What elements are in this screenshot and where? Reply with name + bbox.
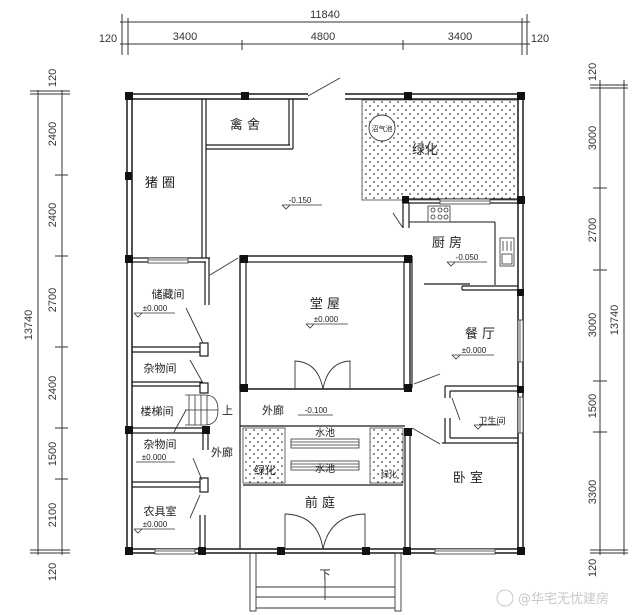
- svg-text:2100: 2100: [47, 503, 59, 527]
- room-poultry-house: 禽 舍: [230, 117, 260, 133]
- overall-width-dimension: 11840: [310, 9, 340, 21]
- svg-text:120: 120: [47, 69, 59, 87]
- svg-text:120: 120: [47, 563, 59, 581]
- room-stairwell: 楼梯间: [141, 404, 174, 418]
- corridor-side-label: 外廊: [211, 445, 233, 459]
- pool-1-label: 水池: [315, 426, 335, 439]
- kitchen-sink: [499, 237, 515, 267]
- right-dimension-labels: 120 3000 2700 3000 1500 3300 120 13740: [587, 63, 621, 577]
- room-utility-2: 杂物间: [144, 437, 177, 451]
- svg-text:2700: 2700: [47, 288, 59, 312]
- biogas-tank-icon: [368, 114, 396, 142]
- room-kitchen: 厨 房: [432, 235, 462, 251]
- dining-elevation: ±0.000: [462, 346, 487, 355]
- stairs-up-label: 上: [222, 404, 233, 417]
- biogas-tank-label: 沼气池: [372, 124, 393, 133]
- greenery-right-hatch: [369, 427, 404, 484]
- svg-text:3000: 3000: [587, 126, 599, 150]
- main-hall-elevation: ±0.000: [314, 315, 339, 324]
- top-dimension-seg-1: 120: [99, 33, 117, 45]
- left-dimension-labels: 120 2400 2400 2700 2400 1500 2100 120 13…: [23, 69, 59, 581]
- overall-height-dimension-left: 13740: [23, 310, 35, 341]
- top-dimension-seg-2: 3400: [173, 31, 197, 43]
- steps-down-label: 下: [320, 568, 331, 581]
- svg-text:3000: 3000: [587, 313, 599, 337]
- room-bathroom: 卫生间: [478, 415, 505, 427]
- svg-text:1500: 1500: [47, 442, 59, 466]
- kitchen-elevation: -0.050: [456, 253, 479, 262]
- room-pig-pen: 猪 圈: [145, 176, 175, 191]
- room-main-hall: 堂 屋: [310, 297, 340, 312]
- room-front-yard: 前 庭: [305, 495, 335, 511]
- overall-height-dimension-right: 13740: [609, 305, 621, 336]
- door-swings: [173, 77, 461, 550]
- windows: [147, 198, 524, 555]
- watermark-text: @华宅无忧建房: [518, 591, 609, 607]
- kitchen-stove: [427, 205, 451, 223]
- tool-room-elevation: ±0.000: [143, 520, 168, 529]
- top-dimension-seg-3: 4800: [311, 31, 335, 43]
- utility-2-elevation: ±0.000: [142, 453, 167, 462]
- elevation-markers: [133, 204, 500, 534]
- top-dimension-seg-5: 120: [531, 33, 549, 45]
- svg-text:1500: 1500: [587, 394, 599, 418]
- right-dimension-lines: [590, 80, 628, 555]
- svg-text:120: 120: [587, 559, 599, 577]
- watermark: @华宅无忧建房: [496, 589, 609, 607]
- structural-columns: [125, 92, 525, 555]
- svg-text:2400: 2400: [47, 122, 59, 146]
- room-tool-room: 农具室: [144, 504, 177, 518]
- room-dining: 餐 厅: [465, 326, 495, 342]
- room-bedroom: 卧 室: [453, 470, 483, 486]
- svg-text:2400: 2400: [47, 376, 59, 400]
- svg-text:2700: 2700: [587, 218, 599, 242]
- storage-elevation: ±0.000: [143, 304, 168, 313]
- svg-text:3300: 3300: [587, 480, 599, 504]
- svg-text:2400: 2400: [47, 203, 59, 227]
- greenery-right-label: 绿化: [381, 469, 397, 479]
- greenery-top-hatch: [361, 99, 521, 201]
- room-utility-1: 杂物间: [144, 361, 177, 375]
- stairs: [185, 394, 219, 426]
- pool-2-label: 水池: [315, 462, 335, 475]
- left-dimension-lines: [30, 90, 70, 555]
- corridor-elevation: -0.100: [305, 406, 328, 415]
- weibo-logo-icon: [496, 589, 514, 607]
- top-dimension-lines: [120, 14, 530, 55]
- corridor-label: 外廊: [262, 403, 284, 417]
- greenery-top-label: 绿化: [412, 143, 438, 158]
- greenery-left-hatch: [242, 427, 286, 484]
- entrance-steps: [249, 552, 402, 612]
- svg-text:120: 120: [587, 63, 599, 81]
- top-dimension-seg-4: 3400: [448, 31, 472, 43]
- greenery-left-label: 绿化: [254, 463, 276, 477]
- pools: [290, 438, 360, 471]
- courtyard-elevation: -0.150: [289, 196, 312, 205]
- room-storage: 储藏间: [152, 287, 185, 301]
